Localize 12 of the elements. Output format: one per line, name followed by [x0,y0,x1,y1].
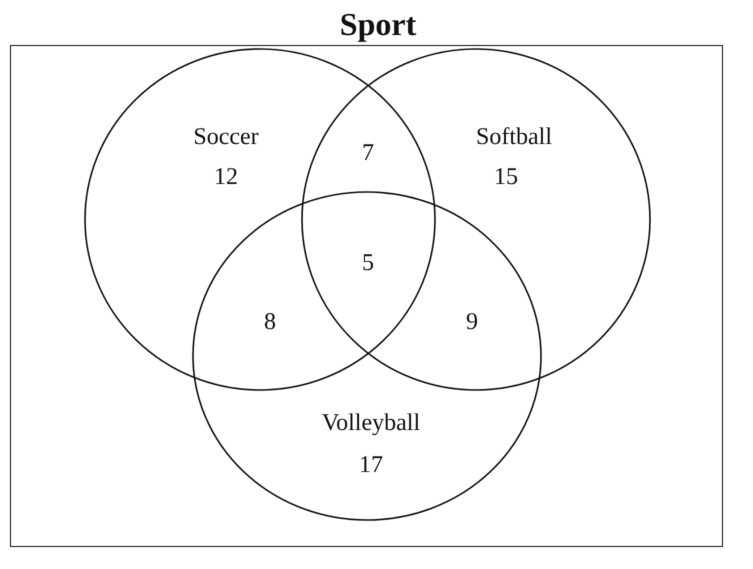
region-count: 8 [264,310,276,334]
universal-set-box [10,45,723,547]
set-name: Soccer [193,125,259,149]
set-name: Volleyball [322,411,420,435]
set-count: 12 [214,165,238,189]
region-count: 5 [362,251,374,275]
region-count: 9 [466,310,478,334]
set-count: 17 [359,453,383,477]
set-name: Softball [476,125,552,149]
region-count: 7 [362,141,374,165]
set-count: 15 [494,165,518,189]
title: Sport [340,8,416,40]
